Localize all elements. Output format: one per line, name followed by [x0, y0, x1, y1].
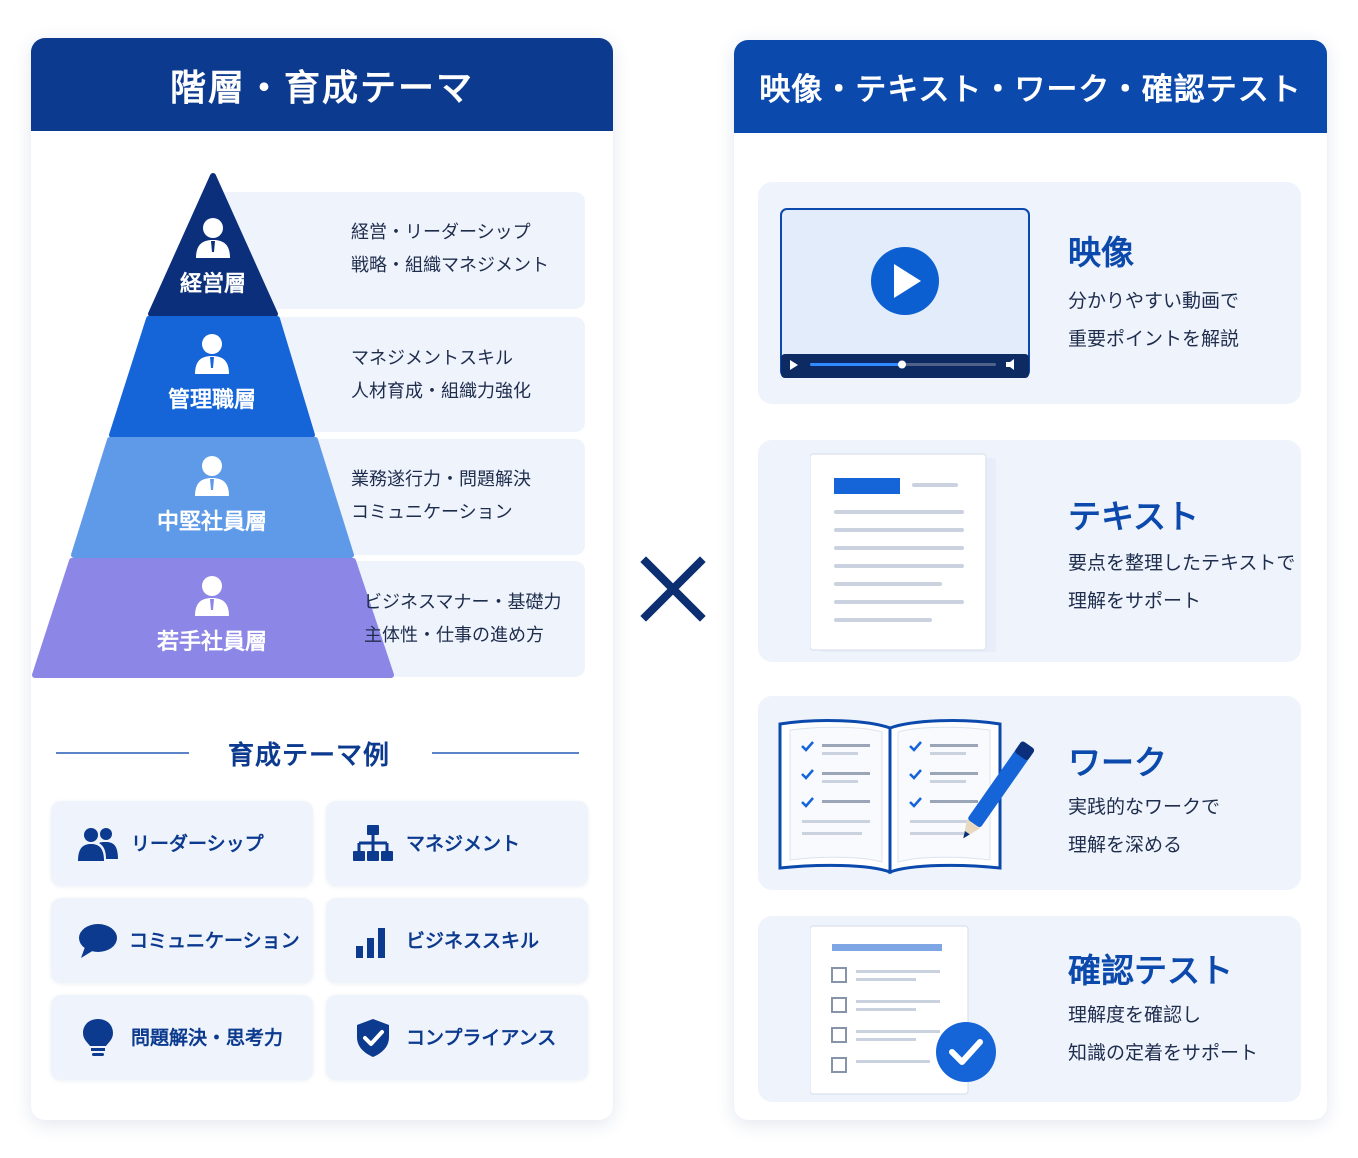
tier-label-junior: 若手社員層 [156, 630, 267, 655]
person-icon [195, 334, 229, 374]
hierarchy-panel: 階層・育成テーマ 経営層 管理職層 中堅社員層 若手社員層 経 [31, 38, 613, 1120]
learning-methods-panel: 映像・テキスト・ワーク・確認テスト 映像 分かりやすい動画で 重要ポイントを解説 [734, 40, 1327, 1120]
tier-desc-manager: マネジメントスキル 人材育成・組織力強化 [351, 348, 531, 402]
tier-manager: 管理職層 [152, 332, 272, 414]
tier-midlevel: 中堅社員層 [137, 454, 287, 536]
speech-bubble-icon [79, 924, 117, 958]
tier-junior: 若手社員層 [137, 574, 287, 656]
method-desc-work: 実践的なワークで 理解を深める [1068, 796, 1221, 856]
theme-chip-compliance: コンプライアンス [326, 995, 588, 1080]
shield-check-icon [357, 1019, 389, 1057]
method-title-work: ワーク [1068, 743, 1167, 782]
video-player-icon [780, 208, 1030, 378]
theme-chip-management: マネジメント [326, 801, 588, 886]
person-icon [195, 456, 229, 496]
theme-chip-problem-solving: 問題解決・思考力 [51, 995, 313, 1080]
tier-label-manager: 管理職層 [167, 388, 256, 413]
theme-label: マネジメント [406, 833, 521, 855]
hierarchy-panel-header: 階層・育成テーマ [31, 38, 613, 131]
theme-chip-business-skills: ビジネススキル [326, 898, 588, 983]
method-card-video: 映像 分かりやすい動画で 重要ポイントを解説 [758, 182, 1301, 404]
person-icon [195, 576, 229, 616]
bar-chart-icon [356, 928, 385, 958]
method-desc-test: 理解度を確認し 知識の定着をサポート [1068, 1004, 1259, 1064]
method-desc-text: 要点を整理したテキストで 理解をサポート [1068, 552, 1296, 612]
method-card-text: テキスト 要点を整理したテキストで 理解をサポート [758, 440, 1301, 662]
tier-label-midlevel: 中堅社員層 [156, 510, 267, 535]
method-title-video: 映像 [1068, 233, 1134, 272]
method-title-text: テキスト [1068, 497, 1200, 536]
tier-band-executive [211, 192, 585, 309]
divider-right [432, 752, 579, 754]
theme-label: コミュニケーション [129, 930, 300, 952]
method-card-work: ワーク 実践的なワークで 理解を深める [758, 696, 1301, 890]
theme-label: コンプライアンス [406, 1027, 557, 1049]
theme-label: 問題解決・思考力 [131, 1027, 284, 1049]
workbook-pen-icon [778, 719, 1035, 875]
theme-label: リーダーシップ [131, 833, 264, 855]
theme-chip-leadership: リーダーシップ [51, 801, 313, 886]
method-desc-video: 分かりやすい動画で 重要ポイントを解説 [1068, 290, 1240, 350]
lightbulb-icon [83, 1019, 113, 1056]
theme-label: ビジネススキル [406, 930, 540, 952]
tier-desc-executive: 経営・リーダーシップ 戦略・組織マネジメント [351, 222, 549, 276]
divider-left [56, 752, 189, 754]
themes-title: 育成テーマ例 [227, 741, 390, 771]
times-icon [640, 556, 706, 622]
checklist-icon [810, 925, 996, 1095]
tier-executive: 経営層 [163, 216, 263, 298]
tier-desc-midlevel: 業務遂行力・問題解決 コミュニケーション [351, 469, 531, 523]
learning-methods-header: 映像・テキスト・ワーク・確認テスト [734, 40, 1327, 133]
tier-label-executive: 経営層 [179, 272, 246, 297]
org-chart-icon [353, 825, 393, 861]
pyramid-tier-junior [32, 558, 394, 678]
theme-chip-communication: コミュニケーション [51, 898, 313, 983]
person-icon [196, 218, 230, 258]
pyramid-tier-midlevel [71, 437, 354, 558]
people-icon [78, 828, 118, 861]
document-icon [810, 453, 996, 652]
method-card-test: 確認テスト 理解度を確認し 知識の定着をサポート [758, 916, 1301, 1102]
pyramid-tier-manager [109, 316, 315, 438]
tier-desc-junior: ビジネスマナー・基礎力 主体性・仕事の進め方 [364, 592, 562, 646]
method-title-test: 確認テスト [1068, 951, 1233, 990]
